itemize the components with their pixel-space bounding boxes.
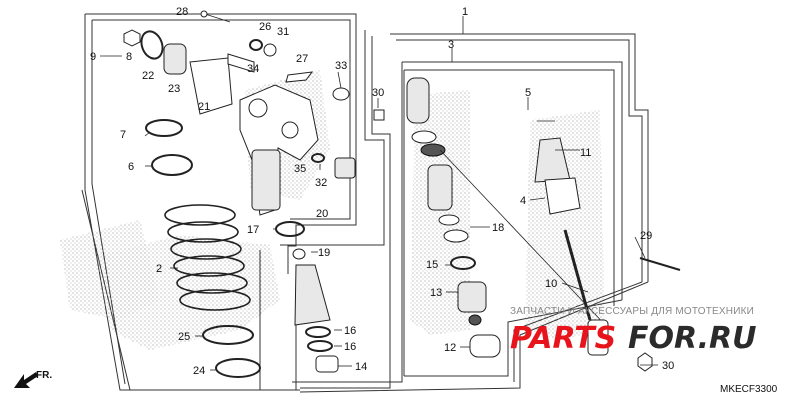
callout-28: 28 [176, 6, 188, 18]
callout-18: 18 [492, 222, 504, 234]
callout-26: 26 [259, 21, 271, 33]
front-arrow-icon [14, 372, 38, 388]
callout-2: 2 [156, 263, 162, 275]
part-25-spring-seat [202, 325, 254, 345]
part-13-stopper [457, 281, 487, 313]
brand-logo: PARTS FOR.RU [510, 321, 757, 356]
reservoir-parts [123, 10, 314, 115]
part-33-cap [332, 87, 350, 101]
callout-31: 31 [277, 26, 289, 38]
leader-lines [100, 16, 658, 371]
callout-34: 34 [247, 63, 259, 75]
part-21-reservoir-cap [189, 57, 233, 115]
part-12-cap [469, 334, 501, 358]
callout-30a: 30 [372, 87, 384, 99]
part-17-ring [275, 221, 305, 237]
callout-16a: 16 [344, 325, 356, 337]
part-18-piston [443, 229, 469, 243]
part-32-adjuster [334, 157, 356, 179]
piston-rod-assembly [406, 77, 611, 358]
callout-4: 4 [520, 195, 526, 207]
part-30-nut-lower [637, 352, 653, 372]
callout-16b: 16 [344, 341, 356, 353]
part-10-rod-end [587, 319, 609, 356]
callout-12: 12 [444, 342, 456, 354]
callout-9: 9 [90, 51, 96, 63]
callout-24: 24 [193, 365, 205, 377]
callout-21: 21 [198, 101, 210, 113]
watermark-text: ЗАПЧАСТИ И АКСЕССУАРЫ ДЛЯ МОТОТЕХНИКИ [510, 306, 754, 317]
callout-20: 20 [316, 208, 328, 220]
part-35-o-ring [311, 153, 325, 163]
callout-14: 14 [355, 361, 367, 373]
part-27-label [285, 71, 314, 83]
part-4-cap [544, 177, 581, 215]
part-14-collar [315, 355, 339, 373]
part-30-nut [373, 109, 385, 121]
part-34-spacer [227, 53, 255, 73]
group-frames [81, 13, 649, 393]
callout-10: 10 [545, 278, 557, 290]
callout-33: 33 [335, 60, 347, 72]
callout-labels: 1 2 3 4 5 6 7 8 9 10 11 12 13 14 15 16 1… [90, 6, 674, 377]
seal-stack [427, 164, 453, 211]
callout-5: 5 [525, 87, 531, 99]
callout-15: 15 [426, 259, 438, 271]
callout-27: 27 [296, 53, 308, 65]
bump-stack [292, 248, 339, 373]
callout-17: 17 [247, 224, 259, 236]
part-19-nut [292, 248, 306, 260]
part-22-o-ring [140, 30, 164, 60]
part-29-bolt [639, 257, 681, 271]
callout-13: 13 [430, 287, 442, 299]
callout-32: 32 [315, 177, 327, 189]
diagram-code: MKECF3300 [720, 384, 778, 395]
callout-19: 19 [318, 247, 330, 259]
callout-35: 35 [294, 163, 306, 175]
callout-22: 22 [142, 70, 154, 82]
callout-8: 8 [126, 51, 132, 63]
callout-11: 11 [580, 147, 591, 159]
bump-rubber [294, 264, 331, 326]
part-23-bladder [163, 43, 187, 75]
front-arrow: FR. [14, 370, 52, 388]
callout-25: 25 [178, 331, 190, 343]
part-28-bolt [204, 13, 231, 23]
part-24-ring [215, 358, 261, 378]
part-16-ring-b [307, 340, 333, 352]
callout-6: 6 [128, 161, 134, 173]
callout-7: 7 [120, 129, 126, 141]
part-8-cap [123, 29, 141, 47]
callout-30b: 30 [662, 360, 674, 372]
brand-logo-right: FOR.RU [628, 321, 757, 356]
part-16-ring-a [305, 326, 331, 338]
part-26-ring [249, 39, 263, 51]
part-7-stopper-ring [145, 119, 183, 137]
shock-rod-parts [534, 137, 681, 372]
spring-2 [164, 204, 261, 378]
bump-rubber-top [406, 77, 430, 124]
callout-23: 23 [168, 83, 180, 95]
part-6-stopper-ring [151, 154, 193, 176]
brand-logo-left: PARTS [510, 321, 616, 356]
front-label: FR. [36, 370, 52, 381]
part-15-ring [450, 256, 476, 270]
callout-29: 29 [640, 230, 652, 242]
callout-3: 3 [448, 39, 454, 51]
damper-body [239, 84, 385, 216]
part-31-nut [263, 43, 277, 57]
callout-1: 1 [462, 6, 468, 18]
